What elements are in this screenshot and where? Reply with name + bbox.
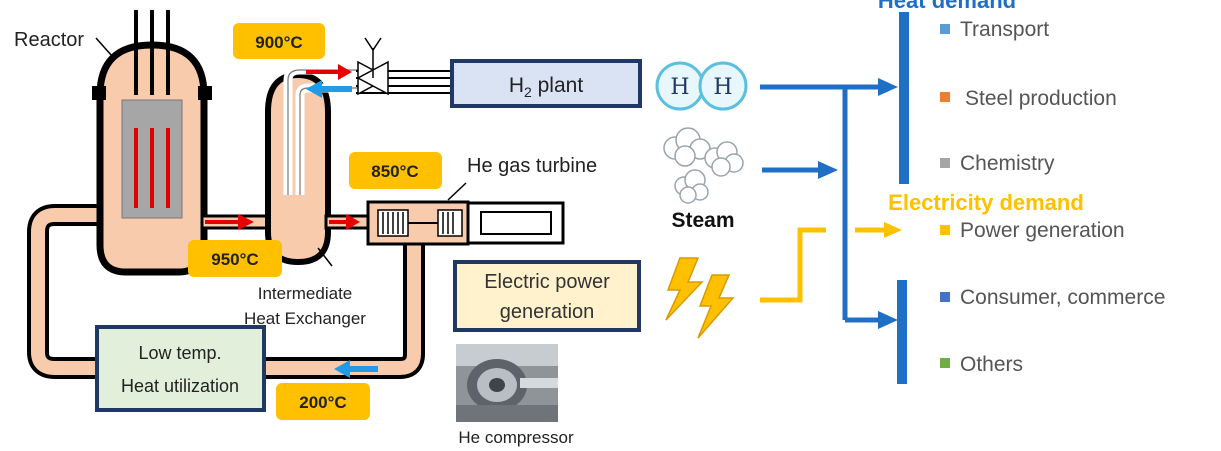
- svg-text:Steel production: Steel production: [965, 87, 1117, 110]
- heat-demand-bar: [899, 12, 909, 184]
- consumer-demand-bar: [897, 280, 907, 384]
- legend-square-icon: [940, 24, 950, 34]
- cold-flow-arrows: [306, 80, 378, 378]
- turbine-label: He gas turbine: [467, 155, 597, 177]
- heat-demand-title: Heat demand: [878, 0, 1016, 13]
- temp-badge-850: 850°C: [349, 152, 442, 189]
- legend-square-icon: [940, 158, 950, 168]
- temp-badge-950: 950°C: [188, 240, 282, 277]
- reactor-vessel: [92, 41, 212, 276]
- demand-list-item-steel: Steel production: [940, 87, 1117, 110]
- reactor-label: Reactor: [14, 29, 84, 51]
- primary-loop-pipe: [27, 204, 425, 379]
- low-temp-label-line1: Low temp.: [138, 343, 221, 363]
- intermediate-heat-exchanger: [265, 65, 360, 266]
- svg-text:Chemistry: Chemistry: [960, 152, 1055, 175]
- svg-text:850°C: 850°C: [371, 162, 418, 181]
- electric-power-label-line1: Electric power: [484, 271, 610, 293]
- electric-power-label-line2: generation: [500, 301, 595, 323]
- svg-text:H: H: [713, 75, 732, 100]
- electricity-flow-lines: [760, 227, 886, 303]
- low-temp-heat-box: [95, 325, 266, 412]
- h2-plant-box: [450, 59, 642, 108]
- svg-text:Transport: Transport: [960, 18, 1049, 41]
- lightning-bolt-icon: [665, 257, 735, 339]
- demand-list-item-power: Power generation: [940, 219, 1125, 242]
- legend-square-icon: [940, 358, 950, 368]
- ihx-label-line2: Heat Exchanger: [244, 309, 366, 328]
- ihx-label-line1: Intermediate: [258, 284, 353, 303]
- steam-cloud-icon: [663, 127, 744, 204]
- generator: [466, 201, 565, 245]
- he-compressor-label: He compressor: [458, 428, 574, 447]
- ihx-leader-line: [317, 247, 333, 267]
- reactor-leader-line: [95, 37, 113, 57]
- temp-badge-900: 900°C: [233, 23, 325, 59]
- svg-text:900°C: 900°C: [255, 33, 302, 52]
- demand-list-item-transport: Transport: [940, 18, 1049, 41]
- legend-square-icon: [940, 225, 950, 235]
- electric-power-box: [453, 260, 641, 332]
- legend-square-icon: [940, 92, 950, 102]
- hydrogen-molecule-icon: H H: [655, 61, 748, 111]
- svg-text:950°C: 950°C: [211, 250, 258, 269]
- svg-text:200°C: 200°C: [299, 393, 346, 412]
- he-compressor-photo: [456, 344, 558, 422]
- steam-label: Steam: [671, 209, 734, 232]
- legend-square-icon: [940, 292, 950, 302]
- low-temp-label-line2: Heat utilization: [121, 376, 239, 396]
- demand-list-item-consumer: Consumer, commerce: [940, 286, 1165, 309]
- electricity-demand-title: Electricity demand: [888, 190, 1084, 215]
- svg-text:H: H: [670, 75, 689, 100]
- heat-flow-lines: [760, 84, 880, 323]
- hot-flow-arrows: [205, 64, 360, 230]
- heat-flow-arrowheads: [818, 78, 898, 329]
- svg-text:Power generation: Power generation: [960, 219, 1125, 242]
- demand-list-item-chemistry: Chemistry: [940, 152, 1055, 175]
- control-rods: [134, 10, 170, 95]
- demand-list-item-others: Others: [940, 353, 1023, 376]
- h2-plant-label: H2 plant: [509, 74, 584, 100]
- valve-icon: [356, 37, 390, 96]
- turbine-leader-line: [447, 182, 467, 201]
- svg-text:Consumer, commerce: Consumer, commerce: [960, 286, 1165, 309]
- svg-text:Others: Others: [960, 353, 1023, 376]
- he-gas-turbine: [366, 200, 470, 246]
- electricity-arrowhead: [884, 222, 902, 238]
- temp-badge-200: 200°C: [276, 383, 370, 420]
